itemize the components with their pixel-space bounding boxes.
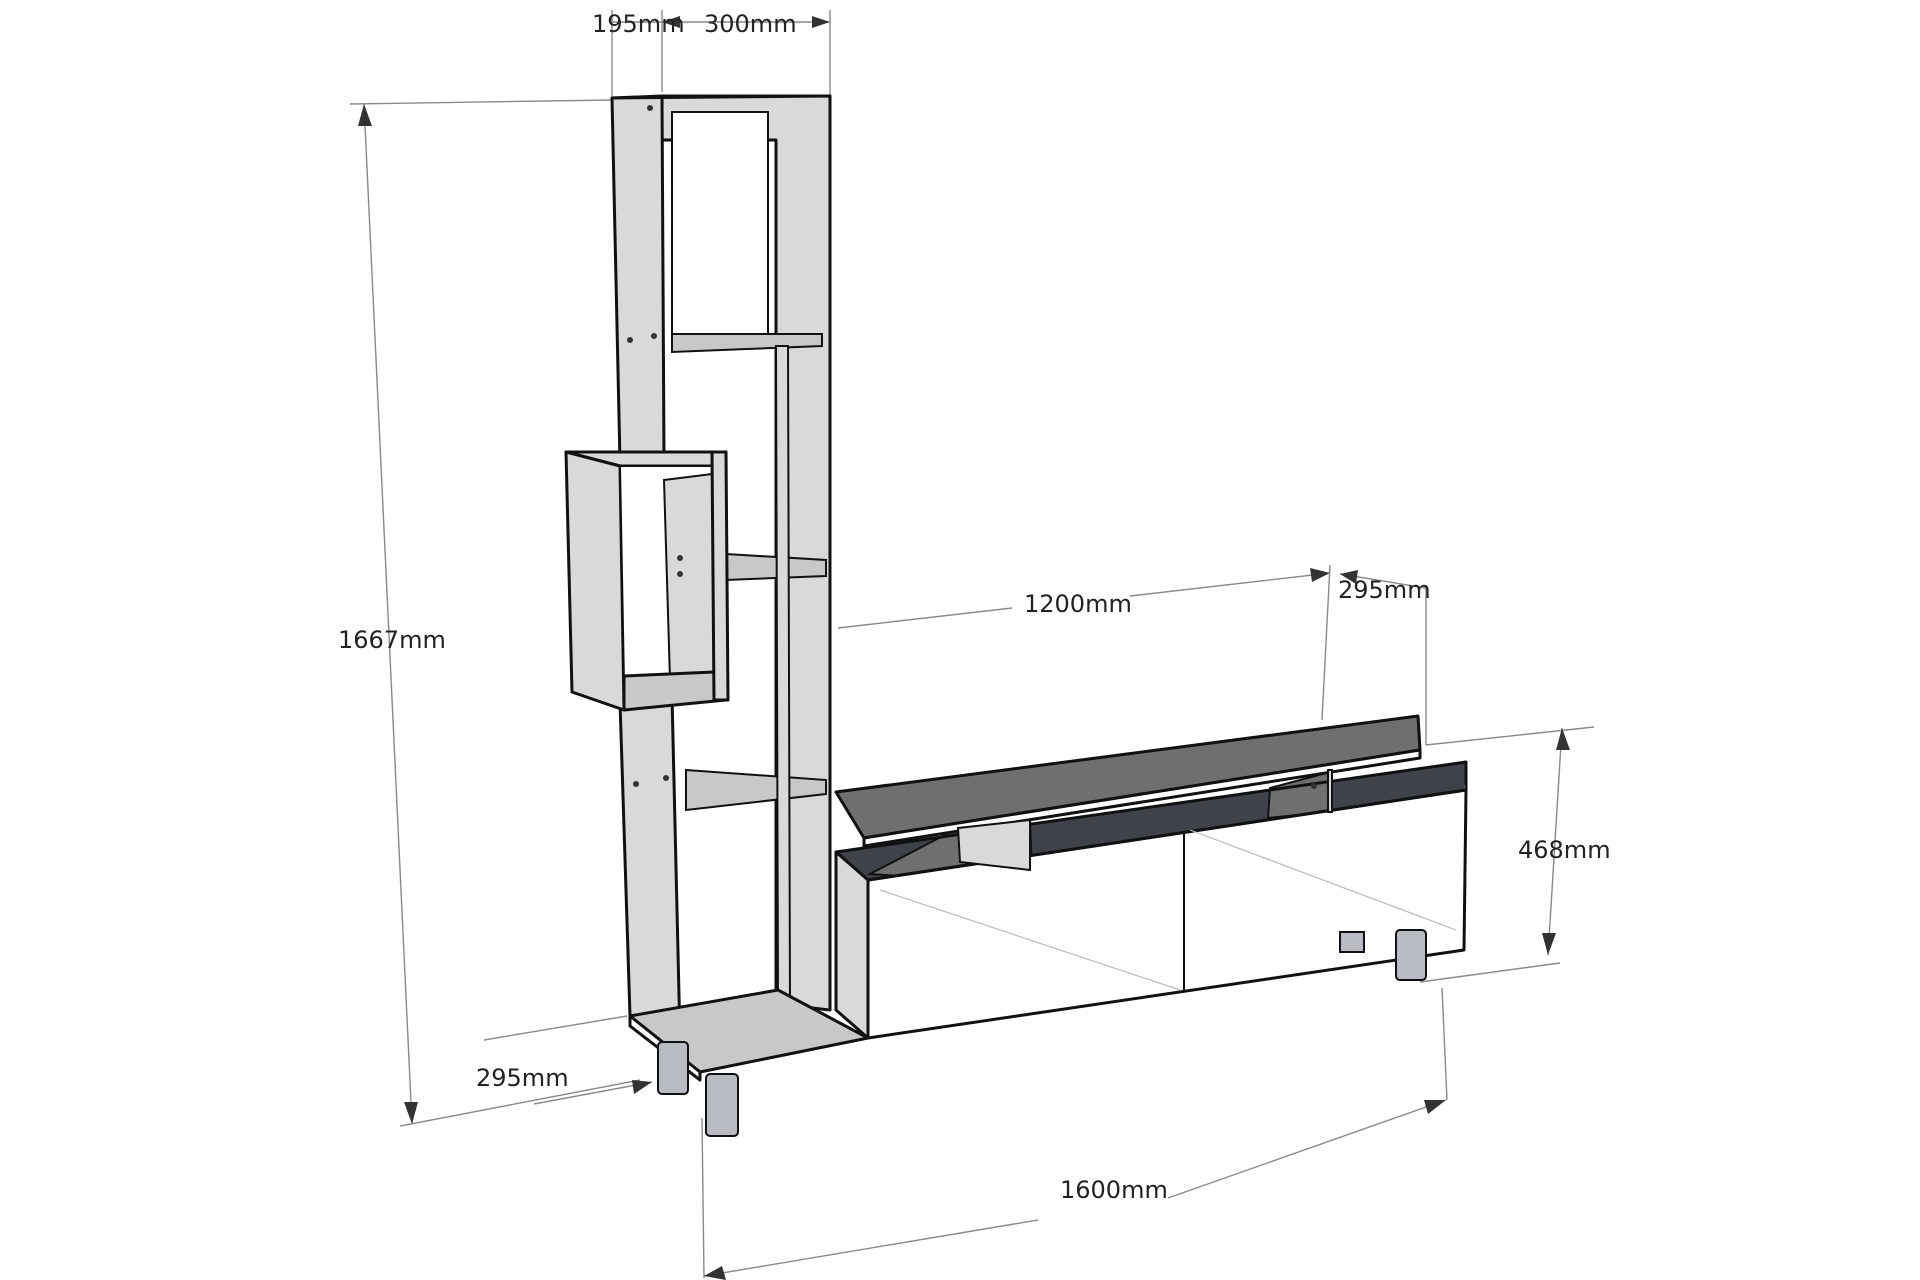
cabinet-leg-back: [1339, 931, 1365, 953]
cabinet-left-side: [834, 850, 870, 1040]
label-top-left-width: 195mm: [592, 10, 685, 38]
label-tower-depth: 295mm: [476, 1064, 569, 1092]
label-cabinet-height: 468mm: [1518, 836, 1611, 864]
floating-box-right: [710, 450, 730, 702]
label-tv-top-depth: 295mm: [1338, 576, 1431, 604]
tower-shelf: [564, 94, 1317, 1137]
label-total-height: 1667mm: [338, 626, 446, 654]
label-total-width: 1600mm: [1060, 1176, 1168, 1204]
label-top-right-width: 300mm: [704, 10, 797, 38]
tower-mid-divider: [774, 345, 792, 1004]
floating-box-side: [564, 450, 626, 712]
tower-top-compartment: [671, 111, 769, 335]
cabinet-leg-right: [1395, 929, 1427, 981]
tower-left-side: [610, 94, 666, 464]
tower-leg-front: [705, 1073, 739, 1137]
tv-cabinet: [834, 714, 1468, 1040]
top-support-right: [1327, 769, 1333, 813]
floating-box-bottom: [622, 670, 728, 712]
floating-box-inner-wall: [662, 472, 716, 686]
dimension-lines: [349, 10, 1595, 1280]
tower-leg-back: [657, 1041, 689, 1095]
label-tv-top-length: 1200mm: [1024, 590, 1132, 618]
top-support-left: [956, 818, 1031, 872]
tower-left-side-lower: [618, 694, 682, 1040]
dimension-labels: 195mm 300mm 1667mm 1200mm 295mm 468mm 29…: [338, 10, 1611, 1204]
